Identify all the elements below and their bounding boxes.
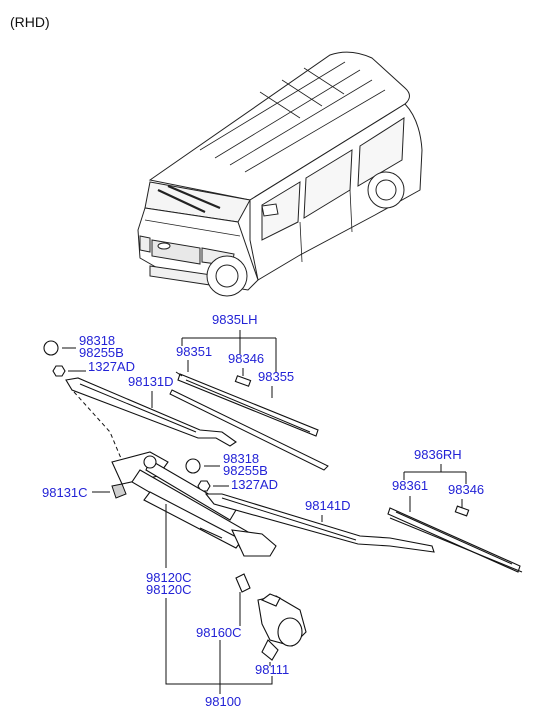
cap-98318-mid [185,458,201,474]
part-98355[interactable]: 98355 [258,369,294,384]
part-98255b-top[interactable]: 98255B [79,345,124,360]
nut-1327ad-top [52,365,66,377]
part-9836rh[interactable]: 9836RH [414,447,462,462]
part-98346-rh[interactable]: 98346 [448,482,484,497]
part-98100[interactable]: 98100 [205,694,241,709]
nut-1327ad-mid [197,480,211,492]
cap-98318-top [43,340,59,356]
part-98131c[interactable]: 98131C [42,485,88,500]
part-1327ad-mid[interactable]: 1327AD [231,477,278,492]
cap-nut-mid: 98318 98255B 1327AD [185,451,278,492]
drive-side-label: (RHD) [10,14,50,30]
blade-set-rh: 9836RH 98361 98346 [387,447,523,573]
blade-set-lh: 9835LH 98351 98346 98355 [169,312,329,471]
motor-assembly: 98120C 98120C 98100 98160C 98111 [146,504,307,709]
part-98346-lh[interactable]: 98346 [228,351,264,366]
van-illustration [137,51,423,297]
wiper-blade-lh [169,371,329,471]
part-98111[interactable]: 98111 [255,662,289,677]
wiper-blade-rh [387,507,523,573]
part-98131d[interactable]: 98131D [128,374,174,389]
part-98318-mid[interactable]: 98318 [223,451,259,466]
wiper-linkage: 98131C [42,451,277,557]
part-98318-top[interactable]: 98318 [79,333,115,348]
grommet-98131c [111,483,127,499]
part-98141d[interactable]: 98141D [305,498,351,513]
part-1327ad-top[interactable]: 1327AD [88,359,135,374]
cap-nut-top: 98318 98255B 1327AD [43,333,135,377]
part-98160c[interactable]: 98160C [196,625,242,640]
motor-grommet [235,573,251,593]
part-9835lh[interactable]: 9835LH [212,312,258,327]
part-98120c-a[interactable]: 98120C [146,570,192,585]
blade-clip-rh [454,505,470,517]
wiper-arm-lh: 98131D [65,374,237,471]
blade-clip-lh [234,375,252,387]
wiper-arm-rh: 98141D [204,493,435,553]
part-98361[interactable]: 98361 [392,478,428,493]
part-98255b-mid[interactable]: 98255B [223,463,268,478]
part-98351[interactable]: 98351 [176,344,212,359]
part-98120c-b[interactable]: 98120C [146,582,192,597]
